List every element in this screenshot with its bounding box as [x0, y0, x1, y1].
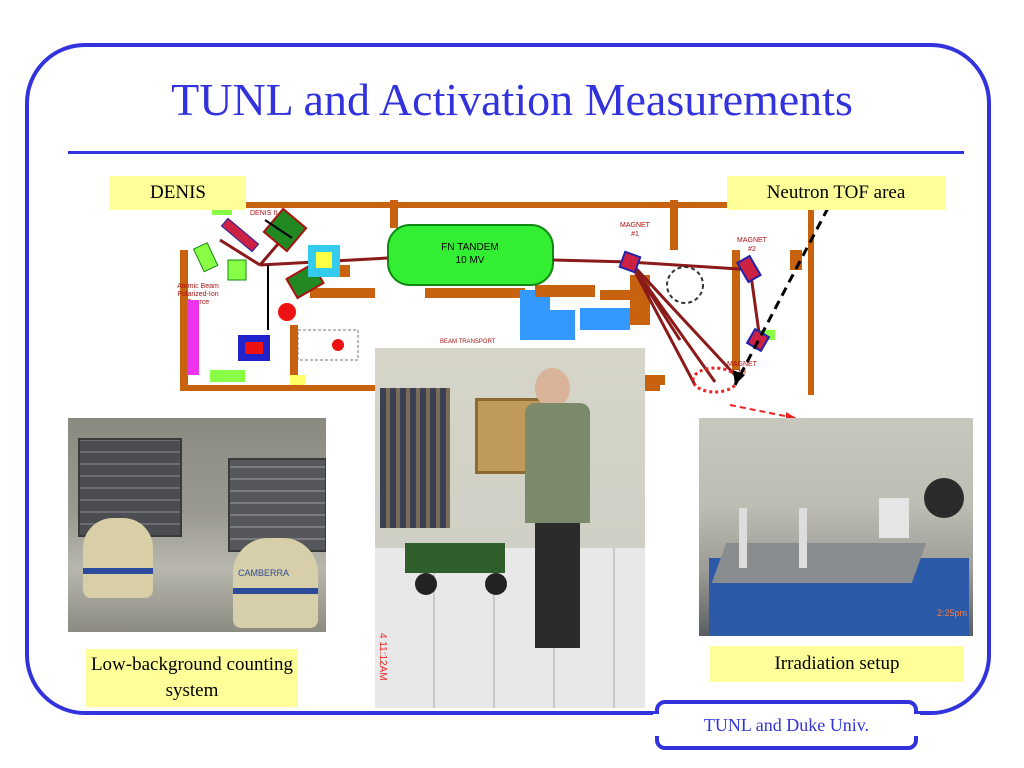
denis-ii-label: DENIS II	[250, 210, 277, 217]
tandem-label-line1: FN TANDEM	[441, 242, 498, 253]
magnet-1-number: #1	[631, 231, 639, 238]
source-label-line1: Atomic Beam	[177, 283, 219, 290]
person-cart-photo: 4 11:12AM	[375, 348, 645, 708]
denis-label: DENIS	[110, 176, 246, 210]
wall-top	[160, 202, 805, 208]
irradiation-label: Irradiation setup	[710, 646, 964, 682]
wall-right	[808, 200, 814, 395]
facility-diagram: FN TANDEM 10 MV MAGNET #1 MAGNET #2 MAGN…	[160, 190, 820, 395]
counting-system-photo: CAMBERRA	[68, 418, 326, 632]
magnet-1-label: MAGNET	[620, 222, 651, 229]
source-label-line2: Polarized-Ion	[177, 291, 218, 298]
low-background-label: Low-background counting system	[86, 649, 298, 707]
title-underline	[68, 151, 964, 154]
neutron-tof-label: Neutron TOF area	[727, 176, 945, 210]
slide-title: TUNL and Activation Measurements	[171, 74, 853, 125]
magnet-2-shape	[736, 254, 762, 284]
photo-timestamp: 4 11:12AM	[377, 633, 388, 681]
magnet-3-label: MAGNET	[727, 361, 758, 368]
irradiation-timestamp: 2:25pm	[936, 608, 967, 618]
wall-left	[180, 250, 188, 390]
dewar-brand: CAMBERRA	[238, 568, 290, 578]
magnet-2-number: #2	[748, 246, 756, 253]
beam-transport-label: BEAM TRANSPORT	[440, 339, 496, 345]
magnet-2-label: MAGNET	[737, 237, 768, 244]
tandem-label-line2: 10 MV	[456, 255, 485, 266]
magnet-1-shape	[618, 250, 642, 274]
irradiation-photo: 2:25pm	[699, 418, 973, 636]
slide-footer: TUNL and Duke Univ.	[653, 700, 920, 750]
